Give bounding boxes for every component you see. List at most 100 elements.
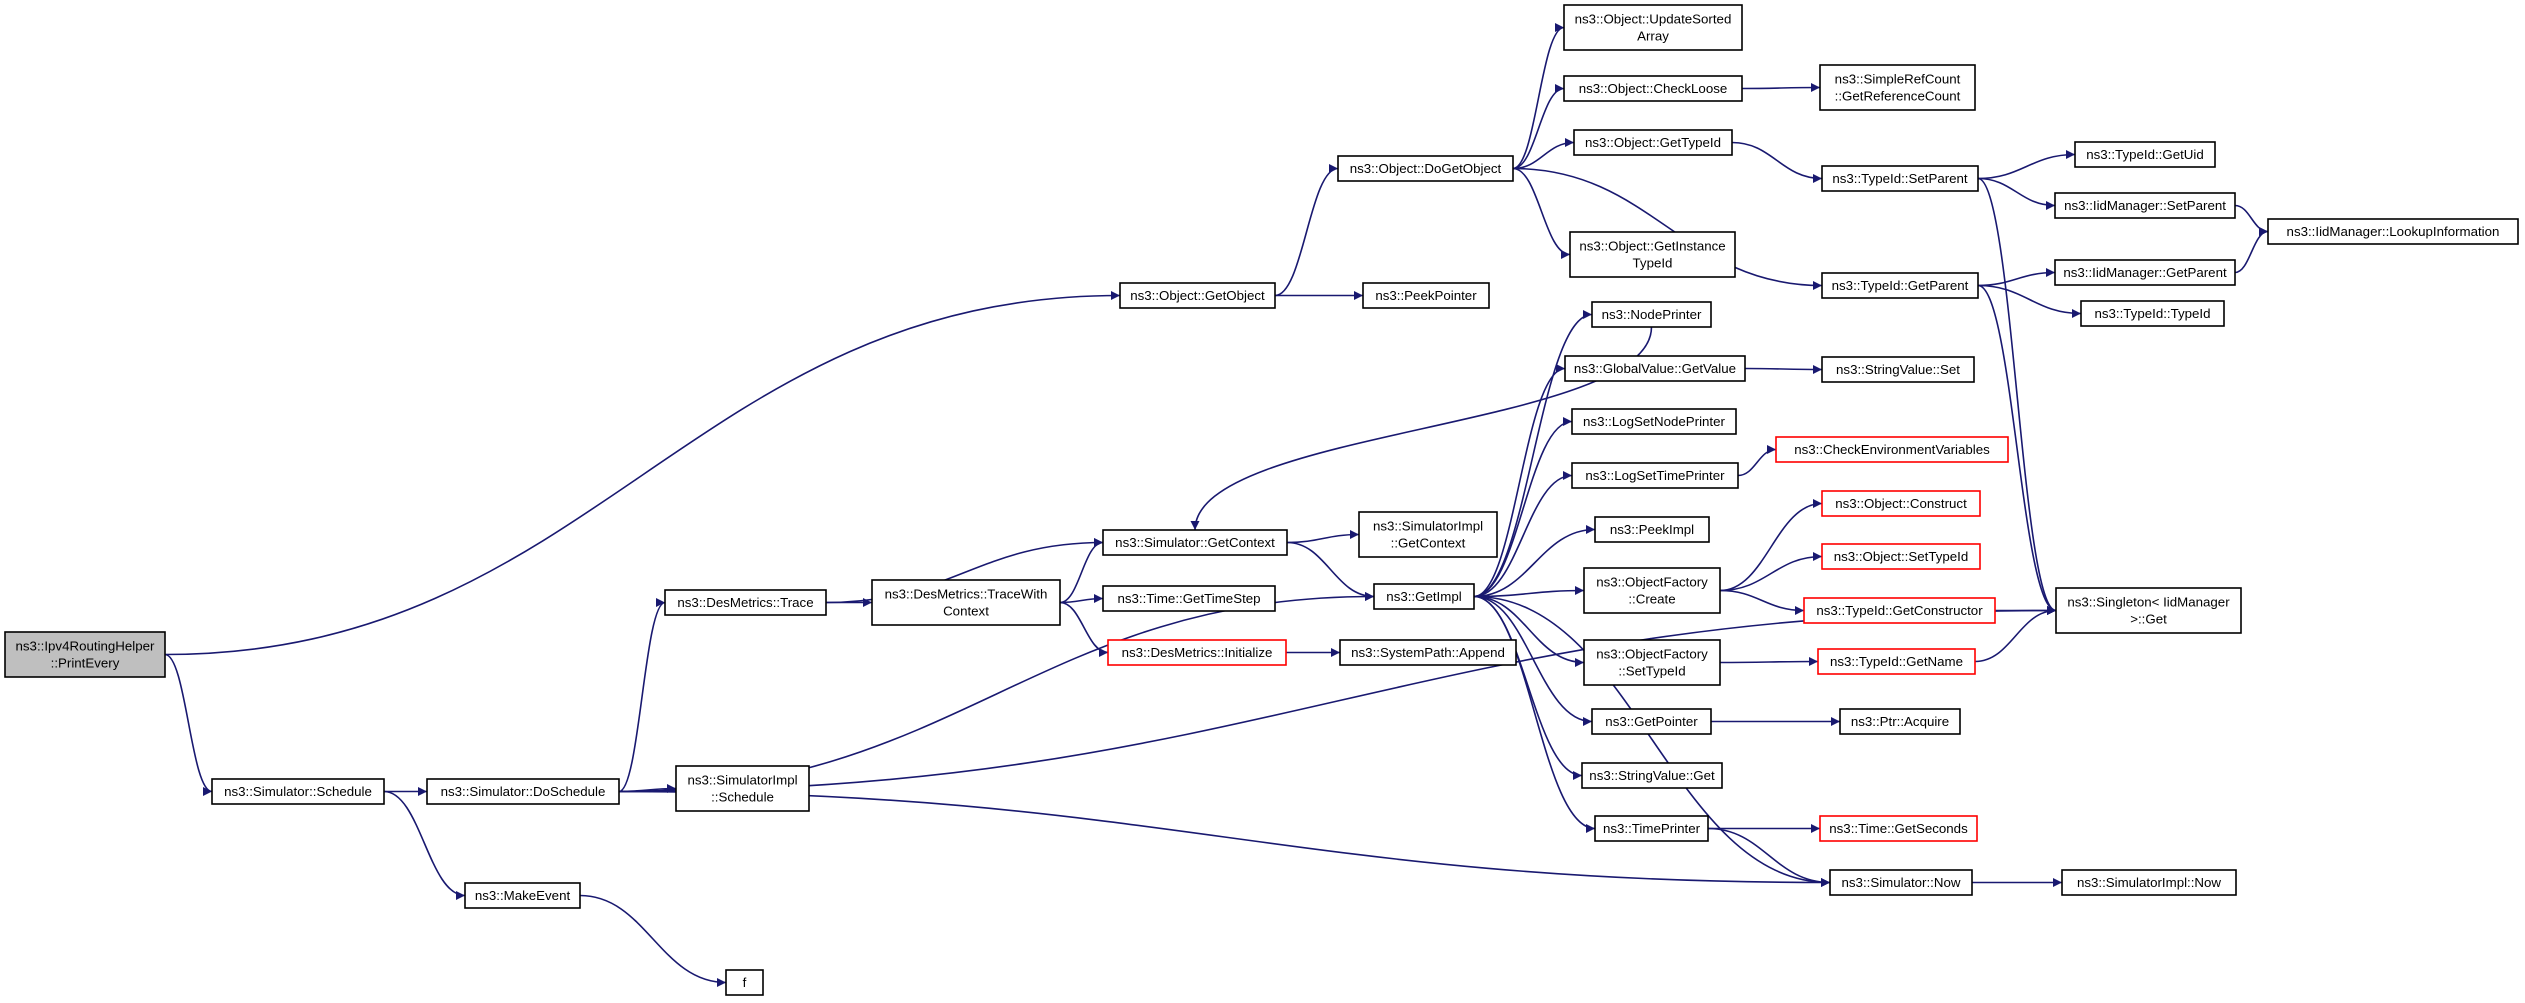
node-sim-schedule[interactable]: ns3::Simulator::Schedule [211, 778, 385, 805]
node-getuid[interactable]: ns3::TypeId::GetUid [2074, 141, 2216, 168]
node-gettimestep[interactable]: ns3::Time::GetTimeStep [1102, 585, 1276, 612]
node-checkloose[interactable]: ns3::Object::CheckLoose [1563, 75, 1743, 102]
node-box[interactable] [1564, 355, 1746, 382]
node-box[interactable] [4, 631, 166, 678]
node-box[interactable] [1563, 75, 1743, 102]
node-box[interactable] [675, 765, 810, 812]
node-logsettimeprinter[interactable]: ns3::LogSetTimePrinter [1571, 462, 1739, 489]
node-box[interactable] [2267, 218, 2519, 245]
node-objconstruct[interactable]: ns3::Object::Construct [1821, 490, 1981, 517]
node-sim-getcontext[interactable]: ns3::Simulator::GetContext [1102, 529, 1288, 556]
node-getpointer[interactable]: ns3::GetPointer [1591, 708, 1712, 735]
node-of-settypeid[interactable]: ns3::ObjectFactory::SetTypeId [1583, 639, 1721, 686]
node-box[interactable] [1591, 708, 1712, 735]
node-box[interactable] [1829, 869, 1973, 896]
node-desmetrics-init[interactable]: ns3::DesMetrics::Initialize [1107, 639, 1287, 666]
node-box[interactable] [1571, 462, 1739, 489]
node-box[interactable] [2080, 300, 2225, 327]
node-gv-getvalue[interactable]: ns3::GlobalValue::GetValue [1564, 355, 1746, 382]
node-sim-now[interactable]: ns3::Simulator::Now [1829, 869, 1973, 896]
node-nodeprinter[interactable]: ns3::NodePrinter [1591, 301, 1712, 328]
node-getseconds[interactable]: ns3::Time::GetSeconds [1819, 815, 1978, 842]
node-root[interactable]: ns3::Ipv4RoutingHelper::PrintEvery [4, 631, 166, 678]
node-box[interactable] [1839, 708, 1961, 735]
node-sim-doschedule[interactable]: ns3::Simulator::DoSchedule [426, 778, 620, 805]
node-peekpointer[interactable]: ns3::PeekPointer [1362, 282, 1490, 309]
node-box[interactable] [211, 778, 385, 805]
node-iid-setparent[interactable]: ns3::IidManager::SetParent [2054, 192, 2236, 219]
node-getparent[interactable]: ns3::TypeId::GetParent [1821, 272, 1979, 299]
node-getimpl[interactable]: ns3::GetImpl [1373, 583, 1475, 610]
node-box[interactable] [1594, 815, 1709, 842]
node-box[interactable] [1119, 282, 1276, 309]
node-box[interactable] [1571, 408, 1737, 435]
node-strval-set[interactable]: ns3::StringValue::Set [1821, 356, 1975, 383]
node-box[interactable] [871, 579, 1061, 626]
node-lookupinfo[interactable]: ns3::IidManager::LookupInformation [2267, 218, 2519, 245]
node-box[interactable] [725, 969, 764, 996]
node-box[interactable] [1339, 639, 1517, 666]
node-box[interactable] [1591, 301, 1712, 328]
node-desmetrics-trace[interactable]: ns3::DesMetrics::Trace [664, 589, 827, 616]
node-getconstructor[interactable]: ns3::TypeId::GetConstructor [1803, 597, 1996, 624]
node-box[interactable] [1821, 490, 1981, 517]
node-typeid-typeid[interactable]: ns3::TypeId::TypeId [2080, 300, 2225, 327]
node-simimpl-getcontext[interactable]: ns3::SimulatorImpl::GetContext [1358, 511, 1498, 558]
node-box[interactable] [1581, 762, 1723, 789]
node-syspath-append[interactable]: ns3::SystemPath::Append [1339, 639, 1517, 666]
node-box[interactable] [1821, 165, 1979, 192]
node-box[interactable] [1775, 436, 2009, 463]
node-box[interactable] [664, 589, 827, 616]
node-simplerefcount[interactable]: ns3::SimpleRefCount::GetReferenceCount [1819, 64, 1976, 111]
node-box[interactable] [1583, 639, 1721, 686]
node-simimpl-now[interactable]: ns3::SimulatorImpl::Now [2061, 869, 2237, 896]
node-box[interactable] [2054, 192, 2236, 219]
node-box[interactable] [1337, 155, 1514, 182]
node-getname[interactable]: ns3::TypeId::GetName [1817, 648, 1976, 675]
node-getobject[interactable]: ns3::Object::GetObject [1119, 282, 1276, 309]
node-box[interactable] [2061, 869, 2237, 896]
node-box[interactable] [1821, 356, 1975, 383]
node-objgettypeid[interactable]: ns3::Object::GetTypeId [1573, 129, 1733, 156]
node-iid-getparent[interactable]: ns3::IidManager::GetParent [2054, 259, 2236, 286]
node-peekimpl[interactable]: ns3::PeekImpl [1594, 516, 1710, 543]
node-box[interactable] [1563, 4, 1743, 51]
node-logsetnodeprinter[interactable]: ns3::LogSetNodePrinter [1571, 408, 1737, 435]
node-checkenv[interactable]: ns3::CheckEnvironmentVariables [1775, 436, 2009, 463]
node-box[interactable] [1362, 282, 1490, 309]
node-setparent[interactable]: ns3::TypeId::SetParent [1821, 165, 1979, 192]
node-box[interactable] [1819, 815, 1978, 842]
node-box[interactable] [1583, 567, 1721, 614]
node-box[interactable] [1819, 64, 1976, 111]
node-box[interactable] [1569, 231, 1736, 278]
node-box[interactable] [1102, 529, 1288, 556]
node-box[interactable] [2055, 587, 2242, 634]
node-timeprinter[interactable]: ns3::TimePrinter [1594, 815, 1709, 842]
node-box[interactable] [2054, 259, 2236, 286]
node-box[interactable] [1821, 272, 1979, 299]
node-strval-get[interactable]: ns3::StringValue::Get [1581, 762, 1723, 789]
node-ptr-acquire[interactable]: ns3::Ptr::Acquire [1839, 708, 1961, 735]
node-box[interactable] [1102, 585, 1276, 612]
node-box[interactable] [1373, 583, 1475, 610]
node-singleton[interactable]: ns3::Singleton< IidManager >::Get [2055, 587, 2242, 634]
node-dogetobject[interactable]: ns3::Object::DoGetObject [1337, 155, 1514, 182]
node-of-create[interactable]: ns3::ObjectFactory::Create [1583, 567, 1721, 614]
node-box[interactable] [1107, 639, 1287, 666]
node-simimpl-schedule[interactable]: ns3::SimulatorImpl::Schedule [675, 765, 810, 812]
node-box[interactable] [1817, 648, 1976, 675]
node-box[interactable] [2074, 141, 2216, 168]
node-objsettypeid[interactable]: ns3::Object::SetTypeId [1821, 543, 1981, 570]
node-box[interactable] [464, 882, 581, 909]
node-box[interactable] [1821, 543, 1981, 570]
node-box[interactable] [1573, 129, 1733, 156]
node-makeevent[interactable]: ns3::MakeEvent [464, 882, 581, 909]
node-box[interactable] [1594, 516, 1710, 543]
node-f[interactable]: f [725, 969, 764, 996]
node-box[interactable] [1358, 511, 1498, 558]
node-box[interactable] [426, 778, 620, 805]
node-box[interactable] [1803, 597, 1996, 624]
